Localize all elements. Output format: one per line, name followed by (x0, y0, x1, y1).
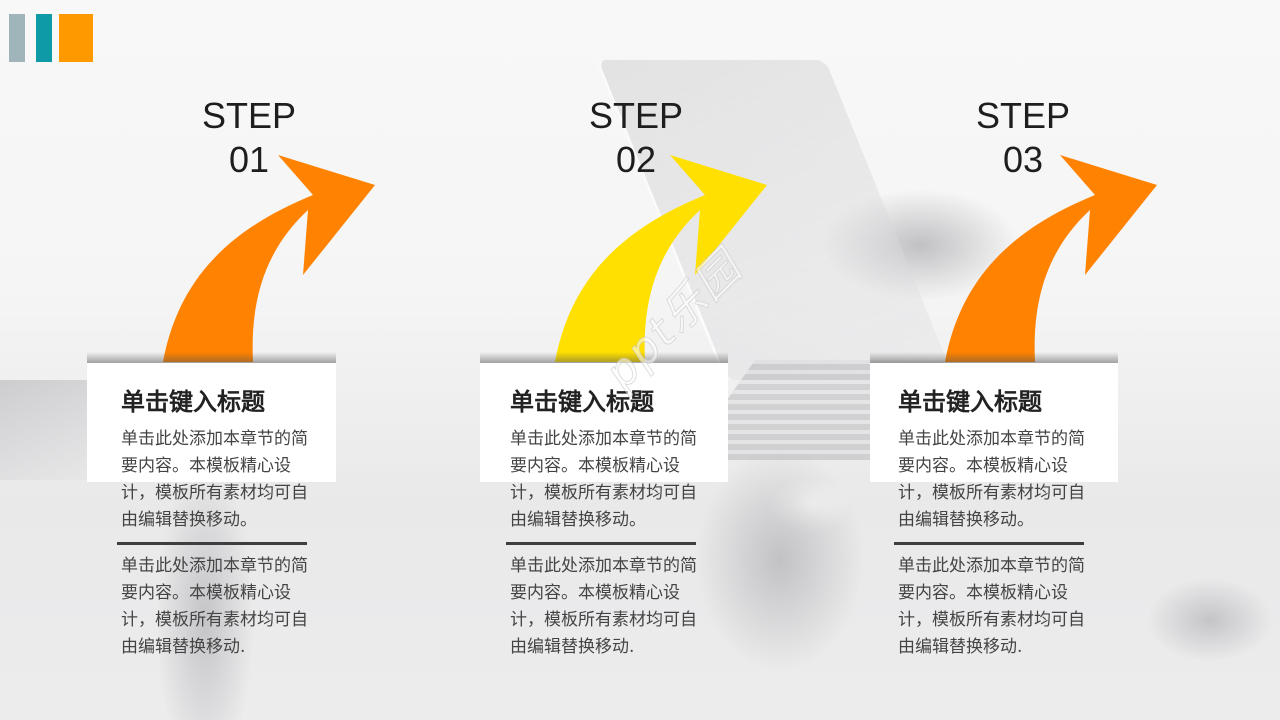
card-divider (894, 542, 1084, 545)
card-panel (87, 363, 336, 482)
card-panel (870, 363, 1118, 482)
curved-arrow-icon (945, 155, 1157, 362)
logo-bar-teal (36, 14, 52, 62)
logo-bar-orange (59, 14, 93, 62)
card-panel (480, 363, 728, 482)
card-top-shadow (87, 352, 336, 364)
card-title[interactable]: 单击键入标题 (510, 387, 654, 416)
step-label: STEP 02 (566, 94, 706, 182)
curved-arrow-icon (555, 155, 767, 362)
card-content: 单击键入标题 单击此处添加本章节的简要内容。本模板精心设计，模板所有素材均可自由… (117, 386, 321, 661)
card-description-primary[interactable]: 单击此处添加本章节的简要内容。本模板精心设计，模板所有素材均可自由编辑替换移动。 (121, 429, 308, 530)
step-number: 02 (615, 139, 657, 180)
card-description-secondary[interactable]: 单击此处添加本章节的简要内容。本模板精心设计，模板所有素材均可自由编辑替换移动. (510, 556, 697, 657)
curved-arrow-icon (163, 155, 375, 362)
step-number: 03 (1002, 139, 1044, 180)
card-title[interactable]: 单击键入标题 (121, 387, 265, 416)
step-word: STEP (975, 95, 1071, 136)
card-description-primary[interactable]: 单击此处添加本章节的简要内容。本模板精心设计，模板所有素材均可自由编辑替换移动。 (898, 429, 1085, 530)
card-description-secondary[interactable]: 单击此处添加本章节的简要内容。本模板精心设计，模板所有素材均可自由编辑替换移动. (121, 556, 308, 657)
card-title[interactable]: 单击键入标题 (898, 387, 1042, 416)
step-number: 01 (228, 139, 270, 180)
step-word: STEP (588, 95, 684, 136)
card-divider (117, 542, 307, 545)
step-label: STEP 03 (953, 94, 1093, 182)
card-content: 单击键入标题 单击此处添加本章节的简要内容。本模板精心设计，模板所有素材均可自由… (894, 386, 1098, 661)
card-content: 单击键入标题 单击此处添加本章节的简要内容。本模板精心设计，模板所有素材均可自由… (506, 386, 710, 661)
logo-bar-gray (9, 14, 25, 62)
card-description-primary[interactable]: 单击此处添加本章节的简要内容。本模板精心设计，模板所有素材均可自由编辑替换移动。 (510, 429, 697, 530)
step-word: STEP (201, 95, 297, 136)
card-description-secondary[interactable]: 单击此处添加本章节的简要内容。本模板精心设计，模板所有素材均可自由编辑替换移动. (898, 556, 1085, 657)
card-top-shadow (480, 352, 728, 364)
card-top-shadow (870, 352, 1118, 364)
step-label: STEP 01 (179, 94, 319, 182)
card-divider (506, 542, 696, 545)
